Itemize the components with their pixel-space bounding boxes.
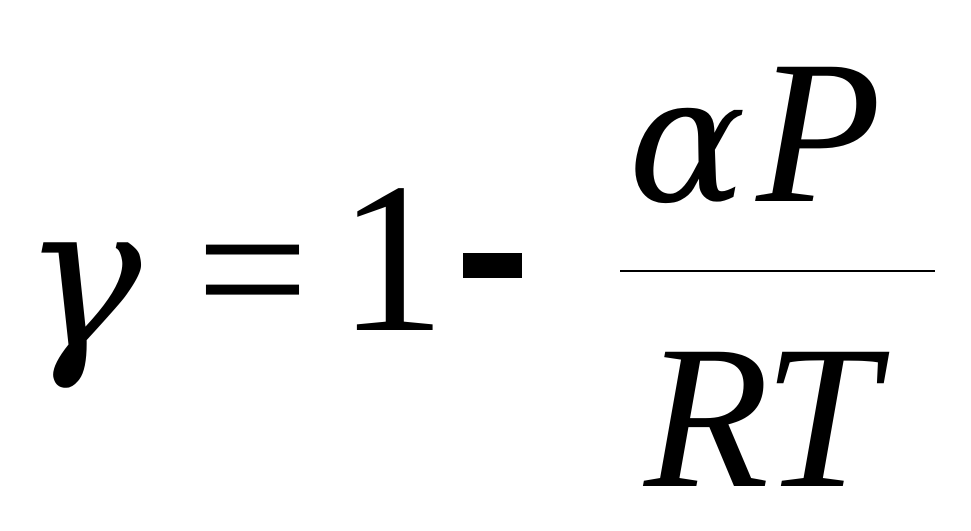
gamma-symbol: γ <box>22 161 142 394</box>
alpha-symbol: α <box>628 40 747 243</box>
pressure-symbol: P <box>756 19 882 246</box>
fraction-denominator: RT <box>644 304 877 531</box>
fraction-bar <box>620 270 935 272</box>
equals-sign: = <box>196 159 309 380</box>
formula: γ = 1 αP RT <box>22 30 935 520</box>
minus-sign <box>463 253 522 278</box>
fraction-numerator: αP <box>628 30 881 235</box>
number-one: 1 <box>338 138 446 377</box>
